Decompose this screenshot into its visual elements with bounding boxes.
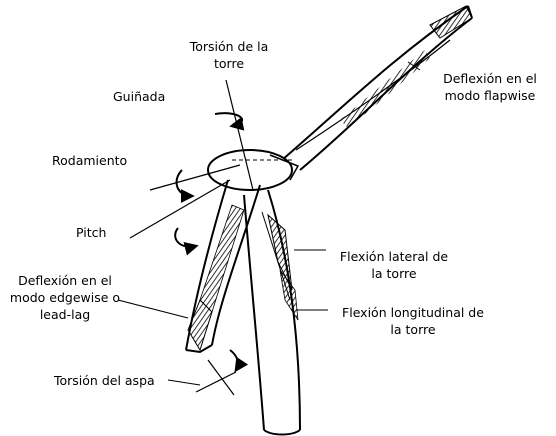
- label-deflexion-edgewise-line3: lead-lag: [0, 306, 130, 323]
- label-flexion-longitudinal-line1: Flexión longitudinal de: [330, 304, 496, 321]
- label-deflexion-flapwise-line2: modo flapwise: [428, 87, 552, 104]
- label-deflexion-flapwise: Deflexión en el modo flapwise: [428, 70, 552, 104]
- label-flexion-longitudinal-line2: la torre: [330, 321, 496, 338]
- label-guinada: Guiñada: [113, 88, 165, 105]
- tower-hatching: [268, 215, 292, 290]
- label-torsion-torre-line1: Torsión de la: [174, 38, 284, 55]
- label-torsion-torre-line2: torre: [174, 55, 284, 72]
- label-pitch: Pitch: [76, 224, 106, 241]
- label-flexion-lateral-line1: Flexión lateral de: [330, 248, 458, 265]
- label-deflexion-edgewise: Deflexión en el modo edgewise o lead-lag: [0, 272, 130, 323]
- label-torsion-aspa: Torsión del aspa: [54, 372, 155, 389]
- label-flexion-longitudinal: Flexión longitudinal de la torre: [330, 304, 496, 338]
- label-deflexion-edgewise-line2: modo edgewise o: [0, 289, 130, 306]
- label-rodamiento: Rodamiento: [52, 152, 127, 169]
- label-deflexion-flapwise-line1: Deflexión en el: [428, 70, 552, 87]
- label-flexion-lateral: Flexión lateral de la torre: [330, 248, 458, 282]
- label-flexion-lateral-line2: la torre: [330, 265, 458, 282]
- label-torsion-torre: Torsión de la torre: [174, 38, 284, 72]
- label-deflexion-edgewise-line1: Deflexión en el: [0, 272, 130, 289]
- upper-blade-hatching: [430, 6, 472, 38]
